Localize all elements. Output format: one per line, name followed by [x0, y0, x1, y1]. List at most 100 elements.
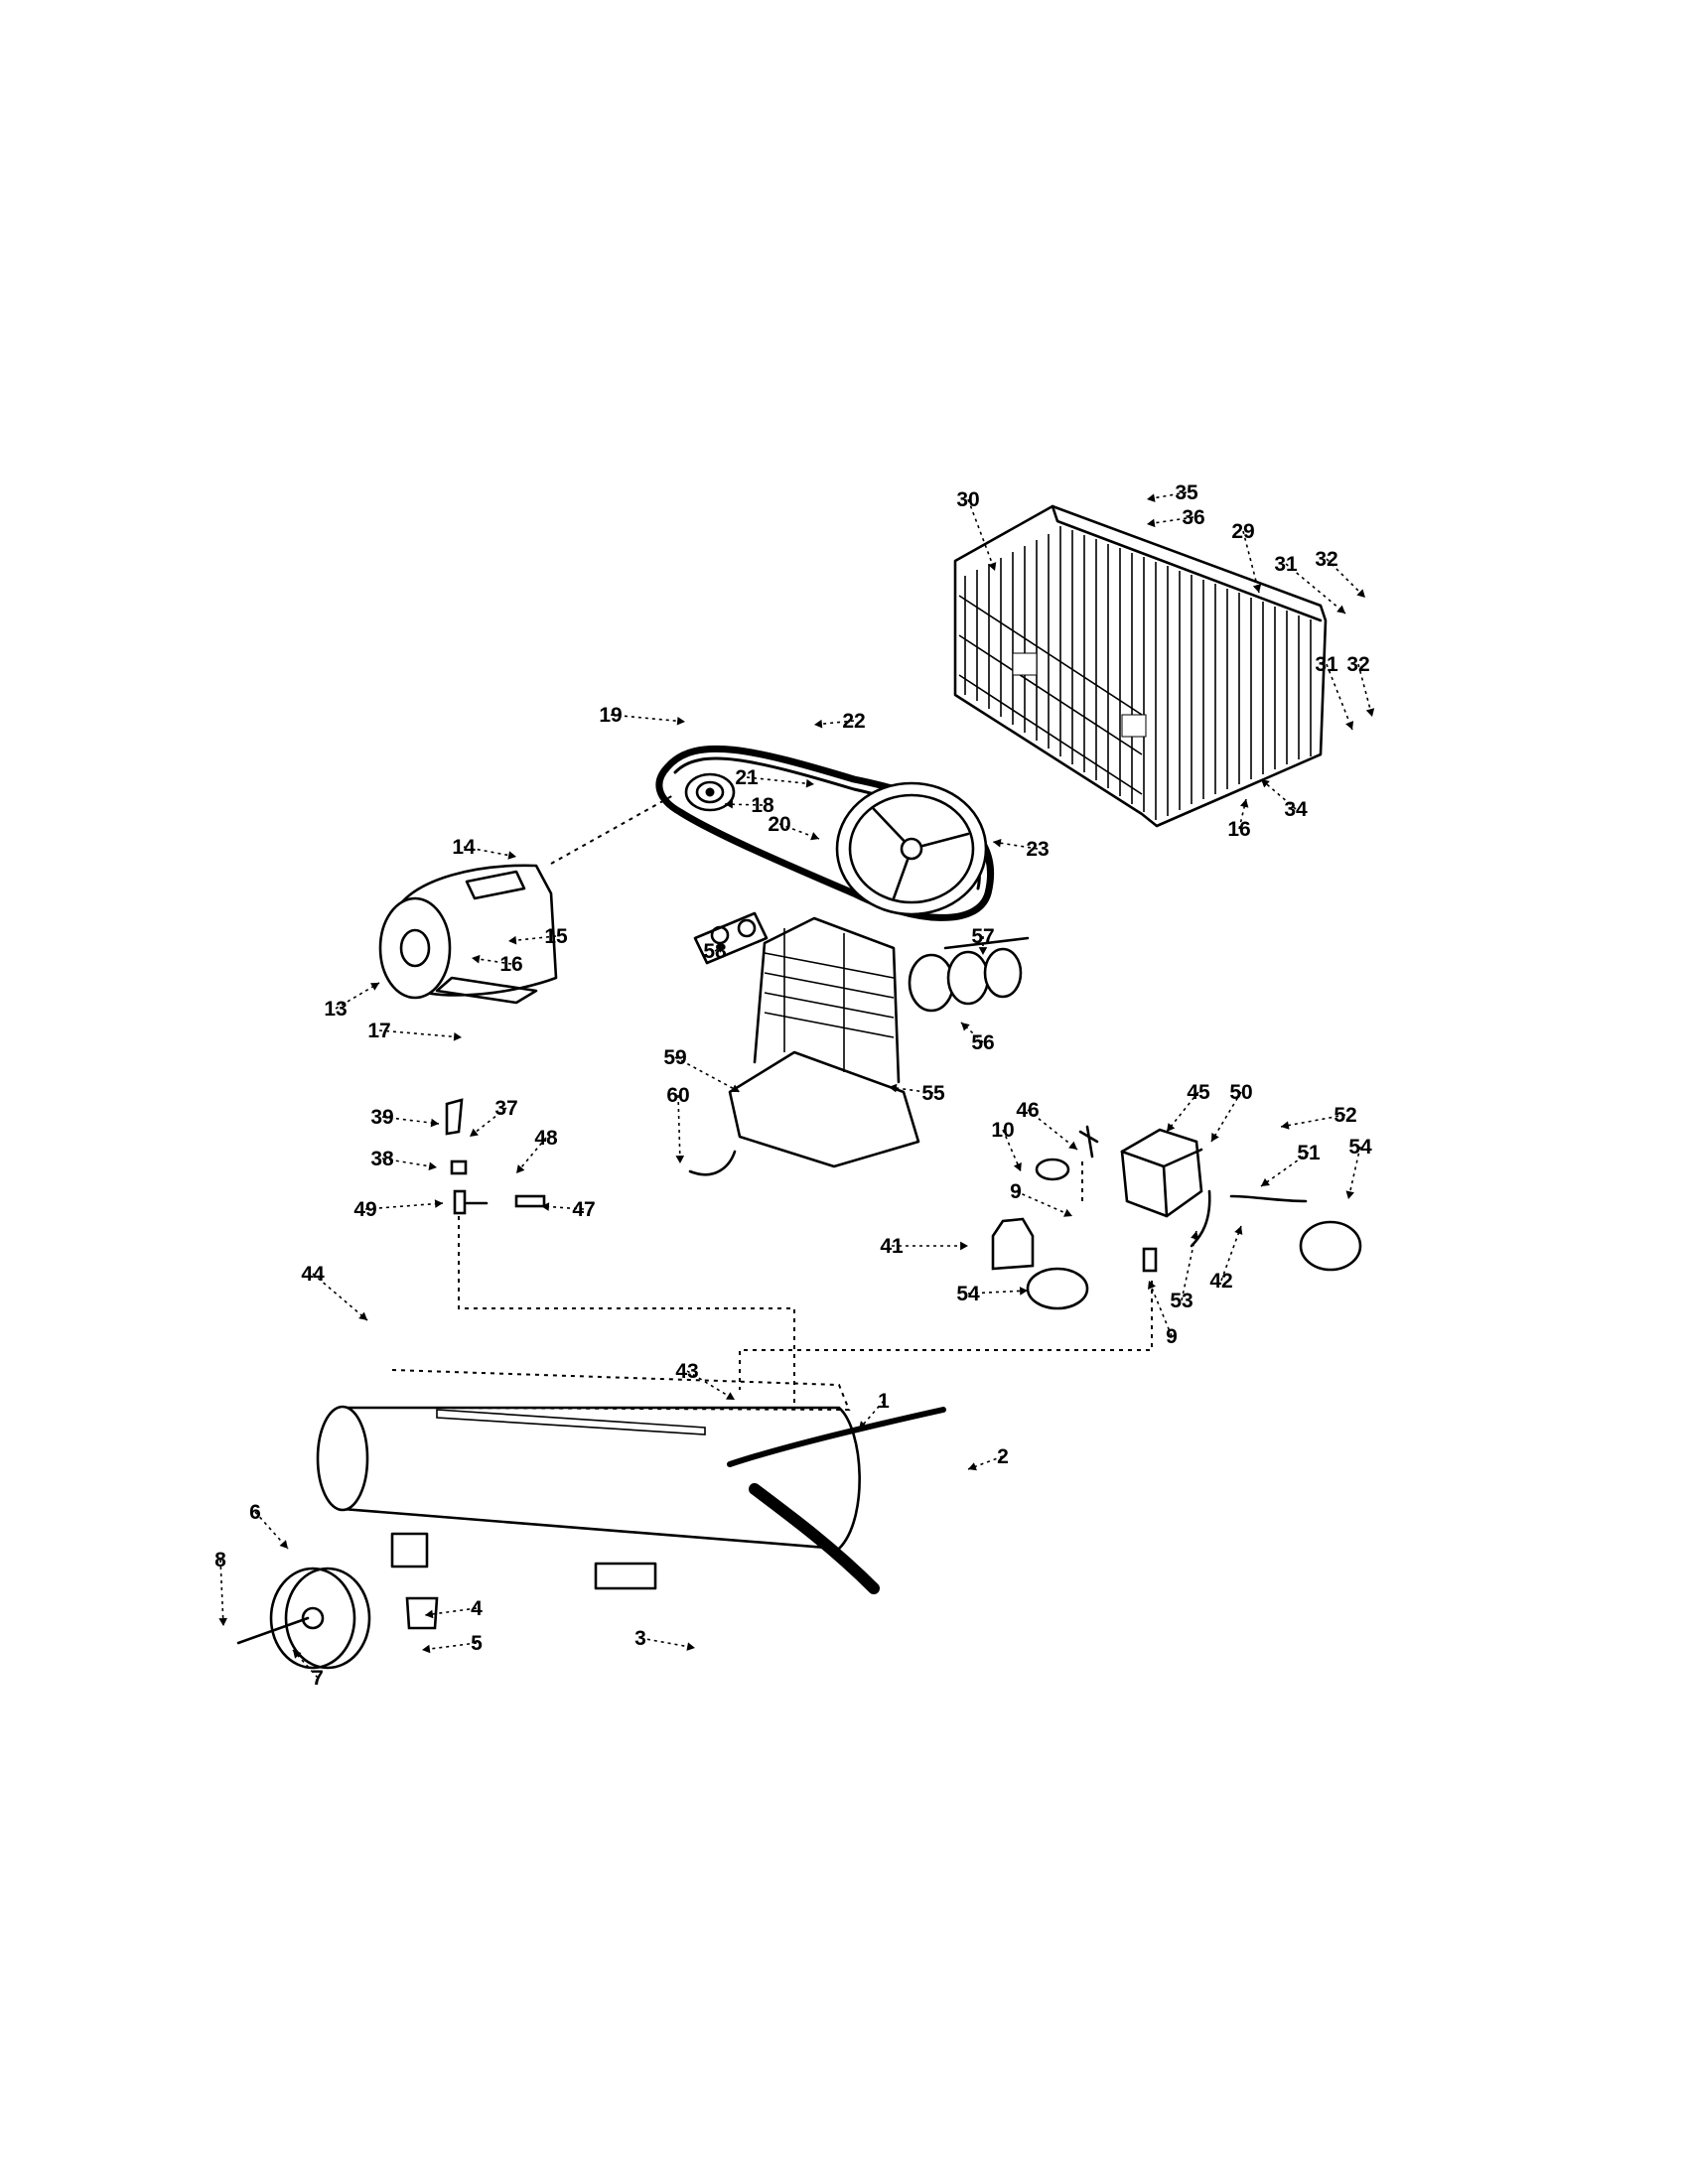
callout-label-c53: 53: [1170, 1290, 1193, 1312]
callout-leader-c16b: [1238, 798, 1247, 830]
callout-leader-c56: [960, 1022, 984, 1043]
callout-leader-c15: [507, 935, 557, 942]
gauge-and-regulator: [991, 1125, 1362, 1310]
callout-labels: 1234567899101314151616171819202122232930…: [214, 481, 1372, 1690]
callout-leader-c3: [639, 1637, 696, 1649]
callout-label-c39: 39: [370, 1106, 393, 1129]
callout-arrow-c39: [430, 1118, 439, 1128]
callout-arrow-c23: [993, 838, 1002, 848]
callout-leader-c34: [1260, 778, 1297, 810]
callout-label-c19: 19: [599, 704, 622, 727]
callout-arrow-c46: [1068, 1141, 1077, 1150]
callout-label-c43: 43: [675, 1360, 698, 1383]
callout-label-c9b: 9: [1166, 1325, 1178, 1348]
callout-label-c55: 55: [921, 1082, 945, 1105]
callout-arrow-c57: [978, 947, 988, 955]
callout-label-c58: 58: [703, 940, 727, 963]
callout-label-c3: 3: [634, 1627, 646, 1650]
callout-label-c56: 56: [971, 1031, 994, 1054]
callout-leader-c54a: [967, 1290, 1029, 1295]
callout-leader-c43: [686, 1370, 736, 1401]
callout-label-c32a: 32: [1315, 548, 1337, 571]
callout-arrow-c8: [218, 1617, 227, 1626]
handle: [727, 1407, 946, 1594]
callout-label-c4: 4: [471, 1597, 483, 1620]
callout-leader-c5: [421, 1642, 478, 1651]
callout-leader-c6: [254, 1511, 289, 1550]
callout-arrow-c18: [725, 799, 734, 809]
callout-arrow-c14: [507, 851, 516, 860]
callout-arrow-c13: [370, 983, 379, 991]
callout-label-c1: 1: [878, 1390, 890, 1413]
callout-label-c42: 42: [1209, 1270, 1232, 1293]
callout-arrow-c54a: [1019, 1287, 1028, 1296]
callout-label-c16a: 16: [499, 953, 522, 976]
flywheel: [835, 781, 988, 916]
callout-arrow-c44: [358, 1311, 367, 1320]
callout-arrow-c43: [726, 1392, 735, 1400]
callout-leader-c32a: [1326, 558, 1366, 599]
callout-arrow-c41: [960, 1241, 968, 1251]
air-tank: [236, 1369, 946, 1670]
callout-label-c32b: 32: [1346, 653, 1369, 676]
callout-arrow-c30: [988, 562, 997, 571]
callout-arrow-c16b: [1240, 799, 1249, 808]
callout-leader-c32b: [1357, 663, 1373, 718]
callout-arrow-c42: [1234, 1226, 1243, 1235]
callout-label-c29: 29: [1231, 520, 1254, 543]
callout-arrow-c32a: [1356, 589, 1365, 598]
callout-leader-c13: [335, 982, 380, 1010]
compressor-pump: [688, 911, 1030, 1176]
callout-leader-c30: [967, 498, 996, 572]
callout-leader-c45: [1166, 1091, 1199, 1133]
callout-label-c31b: 31: [1315, 653, 1338, 676]
rubber-foot: [405, 1596, 439, 1630]
callout-label-c48: 48: [534, 1127, 558, 1150]
callout-arrow-c15: [508, 935, 517, 945]
callout-leader-c49: [364, 1202, 444, 1210]
callout-leader-c48: [515, 1137, 547, 1174]
callout-arrow-c4: [425, 1609, 434, 1619]
callout-label-c16b: 16: [1227, 818, 1250, 841]
callout-label-c31a: 31: [1274, 553, 1298, 576]
callout-leader-c38: [381, 1158, 438, 1168]
callout-label-c10: 10: [991, 1119, 1014, 1142]
callout-leader-c17: [378, 1029, 463, 1038]
callout-leader-c36: [1146, 516, 1194, 525]
callout-arrow-c17: [453, 1032, 462, 1041]
callout-arrow-c52: [1281, 1121, 1290, 1130]
callout-arrow-c9b: [1148, 1281, 1156, 1290]
callout-arrow-c35: [1147, 493, 1156, 502]
callout-arrow-c34: [1261, 779, 1270, 788]
callout-label-c49: 49: [353, 1198, 376, 1221]
callout-leader-c44: [312, 1273, 368, 1321]
callout-arrow-c16a: [472, 954, 481, 964]
callout-arrow-c19: [676, 716, 685, 726]
callout-arrow-c48: [516, 1164, 525, 1173]
callout-label-c22: 22: [842, 710, 865, 733]
callout-arrow-c53: [1191, 1231, 1199, 1240]
callout-arrow-c3: [686, 1642, 695, 1651]
callout-leader-c31a: [1285, 563, 1346, 614]
air-filter-assembly: [908, 936, 1030, 1013]
callout-label-c14: 14: [452, 836, 476, 859]
callout-label-c18: 18: [751, 794, 774, 817]
callout-leader-c53: [1181, 1230, 1197, 1301]
callout-leader-c60: [677, 1094, 681, 1164]
callout-leader-c39: [381, 1116, 440, 1125]
callout-leader-c4: [424, 1607, 478, 1616]
callout-arrow-c1: [859, 1421, 868, 1430]
callout-label-c6: 6: [249, 1501, 261, 1524]
callout-label-c30: 30: [956, 488, 979, 511]
callout-leader-c14: [463, 846, 517, 858]
callout-arrow-c7: [293, 1650, 302, 1659]
callout-label-c52: 52: [1333, 1104, 1356, 1127]
callout-leader-c9a: [1015, 1190, 1073, 1217]
callout-leaders: [218, 491, 1375, 1679]
callout-arrow-c32b: [1365, 708, 1375, 717]
callout-label-c50: 50: [1229, 1081, 1252, 1104]
callout-label-c45: 45: [1187, 1081, 1210, 1104]
callout-label-c13: 13: [324, 998, 347, 1021]
callout-arrow-c58: [716, 945, 725, 953]
callout-label-c46: 46: [1016, 1099, 1039, 1122]
